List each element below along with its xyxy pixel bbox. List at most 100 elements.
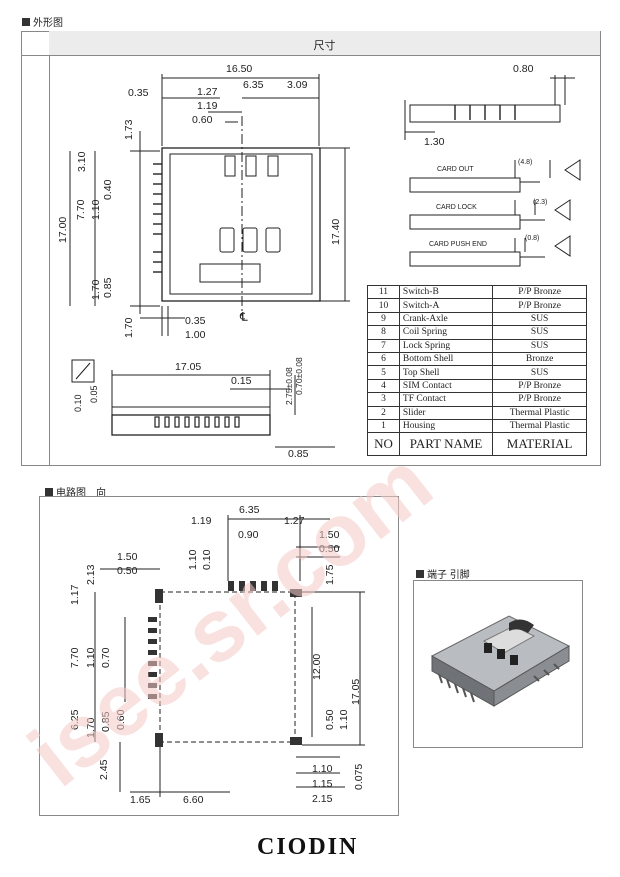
- square-bullet-icon: [45, 487, 53, 496]
- circuit-title-text: 电路图 向: [56, 488, 106, 499]
- part-material-cell: P/P Bronze: [492, 392, 587, 407]
- part-name-cell: Switch-A: [398, 298, 494, 313]
- pcb-dim-0-075: 0.075: [353, 763, 365, 790]
- pcb-footprint-drawing: [94, 515, 365, 797]
- card-lock-label: CARD LOCK: [436, 204, 477, 211]
- pcb-dim-1-10-top: 1.10: [187, 549, 199, 570]
- header-material: MATERIAL: [492, 432, 587, 457]
- part-material-cell: Thermal Plastic: [492, 405, 587, 420]
- pcb-dim-1-10-left: 1.10: [85, 647, 97, 668]
- terminal-section-title: 端子 引脚: [416, 566, 470, 581]
- front-dim-2-75: 2.75±0.08: [284, 367, 294, 405]
- dim-0-85: 0.85: [102, 277, 114, 298]
- part-material-cell: SUS: [492, 338, 587, 353]
- pcb-dim-0-70: 0.70: [100, 647, 112, 668]
- dim-17-40: 17.40: [330, 218, 342, 245]
- dim-3-09: 3.09: [287, 79, 308, 91]
- header-part-name: PART NAME: [398, 432, 494, 457]
- square-bullet-icon: [416, 569, 424, 578]
- header-divider: [21, 55, 600, 56]
- pcb-dim-2-13: 2.13: [85, 564, 97, 585]
- dim-0-35-bottom: 0.35: [185, 315, 206, 327]
- centerline-symbol: ℄: [240, 310, 248, 324]
- front-dim-0-85: 0.85: [288, 448, 309, 460]
- dimension-header-bg: [49, 31, 600, 55]
- part-material-cell: Thermal Plastic: [492, 418, 587, 434]
- card-push-end-value: (0.8): [525, 235, 540, 242]
- pcb-dim-1-19: 1.19: [191, 515, 212, 527]
- pcb-dim-0-60: 0.60: [115, 709, 127, 730]
- dim-1-70-b: 1.70: [123, 317, 135, 338]
- terminal-photo-frame: [413, 580, 583, 748]
- pcb-dim-2-15: 2.15: [312, 793, 333, 805]
- terminal-title-text: 端子 引脚: [427, 570, 470, 581]
- part-name-cell: Housing: [398, 418, 494, 434]
- dim-7-70: 7.70: [75, 199, 87, 220]
- pcb-dim-1-65: 1.65: [130, 794, 151, 806]
- part-material-cell: SUS: [492, 311, 587, 327]
- pcb-dim-2-45: 2.45: [98, 759, 110, 780]
- dim-1-27: 1.27: [197, 86, 218, 98]
- dim-1-73: 1.73: [123, 119, 135, 140]
- part-material-cell: P/P Bronze: [492, 298, 587, 313]
- dim-0-40: 0.40: [102, 179, 114, 200]
- card-out-label: CARD OUT: [437, 166, 474, 173]
- part-material-cell: P/P Bronze: [492, 378, 587, 394]
- front-dim-0-70: 0.70±0.08: [294, 357, 304, 395]
- front-view-drawing: [71, 359, 335, 448]
- card-out-value: (4.8): [518, 159, 533, 166]
- part-name-cell: SIM Contact: [398, 378, 494, 394]
- pcb-dim-1-50-right: 1.50: [319, 529, 340, 541]
- part-name-cell: Bottom Shell: [398, 351, 494, 367]
- dim-6-35: 6.35: [243, 79, 264, 91]
- pcb-dim-1-17: 1.17: [69, 584, 81, 605]
- dim-1-10: 1.10: [90, 199, 102, 220]
- part-no-cell: 10: [367, 298, 400, 313]
- pcb-dim-1-27: 1.27: [284, 515, 305, 527]
- dimension-header: 尺寸: [313, 40, 336, 52]
- dim-0-80: 0.80: [513, 63, 534, 75]
- brand-logo-text: CIODIN: [257, 834, 359, 860]
- part-no-cell: 11: [367, 284, 400, 300]
- part-name-cell: Lock Spring: [398, 338, 494, 353]
- pcb-dim-0-90: 0.90: [238, 529, 259, 541]
- front-dim-0-15: 0.15: [231, 375, 252, 387]
- dim-0-60: 0.60: [192, 114, 213, 126]
- front-dim-0-05: 0.05: [89, 385, 99, 403]
- part-no-cell: 2: [367, 405, 400, 420]
- pcb-dim-6-25: 6.25: [69, 709, 81, 730]
- front-dim-0-10: 0.10: [73, 394, 83, 412]
- dim-16-50: 16.50: [226, 63, 253, 75]
- outline-section-title: 外形图: [22, 14, 63, 29]
- side-views-drawing: [404, 75, 581, 267]
- pcb-dim-12-00: 12.00: [311, 653, 323, 680]
- pcb-dim-0-50-left: 0.50: [117, 565, 138, 577]
- outline-title-text: 外形图: [33, 18, 63, 29]
- part-no-cell: 8: [367, 325, 400, 340]
- dim-1-00: 1.00: [185, 329, 206, 341]
- pcb-dim-0-10: 0.10: [201, 549, 213, 570]
- part-name-cell: TF Contact: [398, 392, 494, 407]
- left-column-divider: [49, 31, 50, 465]
- part-no-cell: 9: [367, 311, 400, 327]
- part-material-cell: Bronze: [492, 351, 587, 367]
- part-name-cell: Top Shell: [398, 365, 494, 380]
- part-name-cell: Slider: [398, 405, 494, 420]
- pcb-dim-0-50-bottom: 0.50: [324, 709, 336, 730]
- dim-1-30: 1.30: [424, 136, 445, 148]
- pcb-dim-6-60: 6.60: [183, 794, 204, 806]
- card-lock-value: (2.3): [533, 199, 548, 206]
- pcb-dim-1-50-left: 1.50: [117, 551, 138, 563]
- part-no-cell: 1: [367, 418, 400, 434]
- dim-3-10: 3.10: [76, 151, 88, 172]
- pcb-dim-1-15: 1.15: [312, 778, 333, 790]
